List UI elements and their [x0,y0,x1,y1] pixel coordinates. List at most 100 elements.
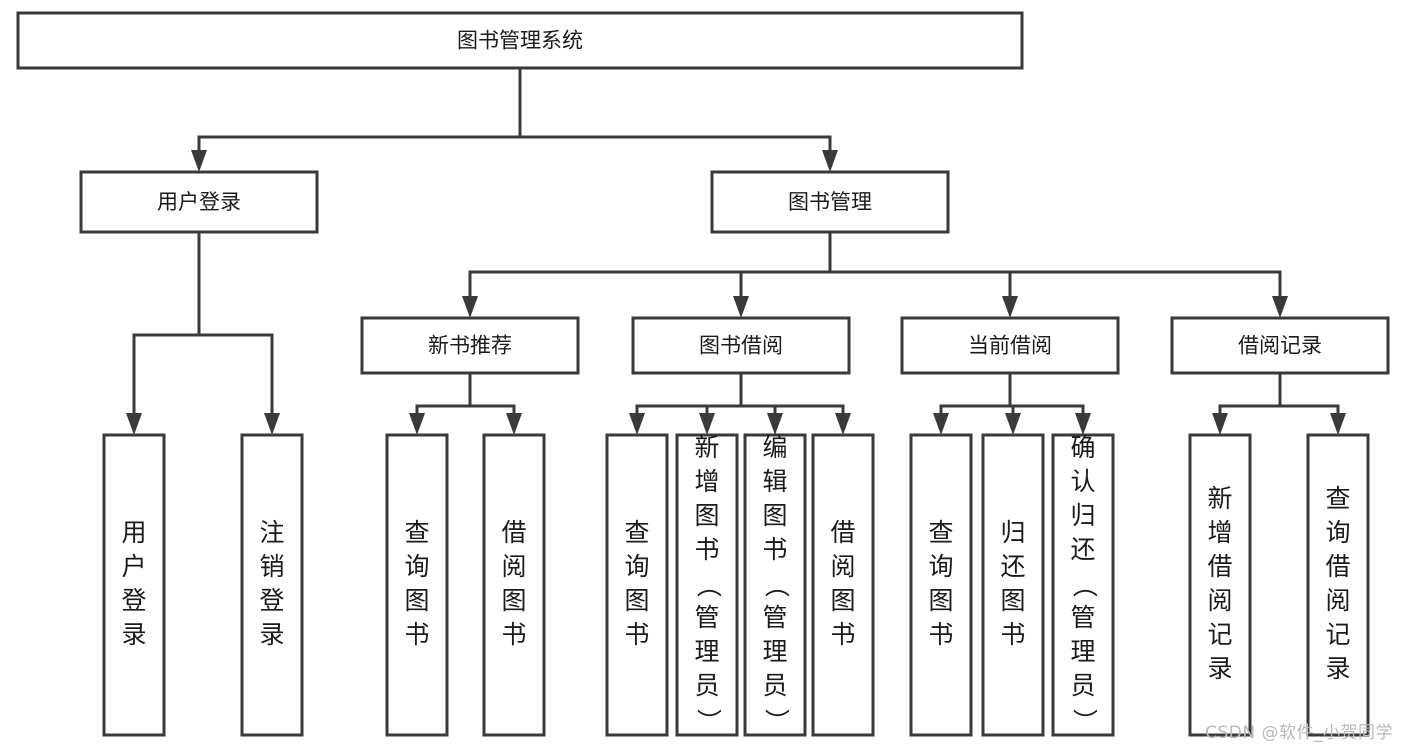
node-label-char: 登 [259,586,284,615]
node-label-char: 图 [694,501,719,530]
node-box[interactable] [385,433,449,737]
node-label-char: 书 [762,535,787,564]
arrow-head-icon [1075,413,1091,435]
arrow-head-icon [629,413,645,435]
node-label-char: ） [1070,708,1099,733]
arrow-head-icon [506,413,522,435]
node-label-char: 管 [694,603,719,632]
node-box[interactable] [1051,433,1115,737]
node-label-char: （ [1070,572,1099,597]
arrow-head-icon [1002,296,1018,318]
node-box[interactable] [909,433,973,737]
node-label-char: 还 [1070,535,1095,564]
node-label-char: 书 [404,620,429,649]
node-label-char: 阅 [1207,586,1232,615]
arrow-head-icon [1005,413,1021,435]
node-label-char: 书 [501,620,526,649]
node-label-char: 图 [624,586,649,615]
node-label-char: 记 [1207,620,1232,649]
csdn-watermark: CSDN @软件_小贺同学 [1205,723,1393,743]
node-label-char: （ [694,572,723,597]
node-book-borrow[interactable]: 图书借阅 [631,316,851,375]
node-box[interactable] [482,433,546,737]
node-label-char: 阅 [830,552,855,581]
node-root[interactable]: 图书管理系统 [16,11,1024,70]
node-box[interactable] [605,433,669,737]
arrow-head-icon [933,413,949,435]
node-box[interactable] [1188,433,1252,737]
node-box[interactable] [240,433,304,737]
node-label-char: 员 [1070,671,1095,700]
node-label-char: 询 [624,552,649,581]
node-label-char: 理 [1070,637,1095,666]
node-label-char: 管 [762,603,787,632]
node-label-char: 辑 [762,467,787,496]
node-box[interactable] [102,433,166,737]
node-label-char: 书 [928,620,953,649]
node-borrow-record[interactable]: 借阅记录 [1170,316,1390,375]
connector-layer [126,66,1346,435]
node-leaf-user-login[interactable]: 用户登录 [102,433,166,737]
arrow-head-icon [462,296,478,318]
node-label-char: 还 [1000,552,1025,581]
node-label-char: 编 [762,433,787,462]
node-label-char: 录 [1207,654,1232,683]
node-box[interactable] [981,433,1045,737]
node-box[interactable] [743,433,807,737]
node-label-char: 员 [694,671,719,700]
node-label-char: 阅 [501,552,526,581]
connector-group-book-borrow-to-leaves [629,371,851,435]
arrow-head-icon [1212,413,1228,435]
node-box[interactable] [811,433,875,737]
node-box[interactable] [1306,433,1370,737]
node-box[interactable] [675,433,739,737]
node-label-char: ） [694,708,723,733]
node-label: 图书管理系统 [457,29,583,53]
arrow-head-icon [1272,296,1288,318]
node-label-char: 员 [762,671,787,700]
node-new-book-recommend[interactable]: 新书推荐 [360,316,580,375]
node-box[interactable] [79,170,319,234]
node-box[interactable] [900,316,1120,375]
node-label-char: 录 [121,620,146,649]
node-label-char: 图 [501,586,526,615]
node-box[interactable] [16,11,1024,70]
node-box[interactable] [1170,316,1390,375]
node-label: 借阅记录 [1238,334,1322,358]
node-label: 图书借阅 [699,334,783,358]
node-current-borrow[interactable]: 当前借阅 [900,316,1120,375]
node-label-char: 新 [694,433,719,462]
node-label-char: 图 [928,586,953,615]
node-label-char: 归 [1000,518,1025,547]
node-label-char: 销 [259,552,284,581]
node-label-char: 图 [1000,586,1025,615]
node-label-char: 询 [404,552,429,581]
node-label-char: 借 [830,518,855,547]
node-label: 用户登录 [157,190,241,214]
connector-group-current-borrow-to-leaves [933,371,1091,435]
node-user-login[interactable]: 用户登录 [79,170,319,234]
arrow-head-icon [409,413,425,435]
node-box[interactable] [631,316,851,375]
node-book-manage[interactable]: 图书管理 [710,170,950,234]
node-label-char: 新 [1207,484,1232,513]
arrow-head-icon [1330,413,1346,435]
arrow-head-icon [733,296,749,318]
node-box[interactable] [710,170,950,234]
node-box[interactable] [360,316,580,375]
node-layer: 图书管理系统用户登录图书管理新书推荐图书借阅当前借阅借阅记录用户登录注销登录查询… [16,11,1390,737]
node-label-char: 归 [1070,501,1095,530]
